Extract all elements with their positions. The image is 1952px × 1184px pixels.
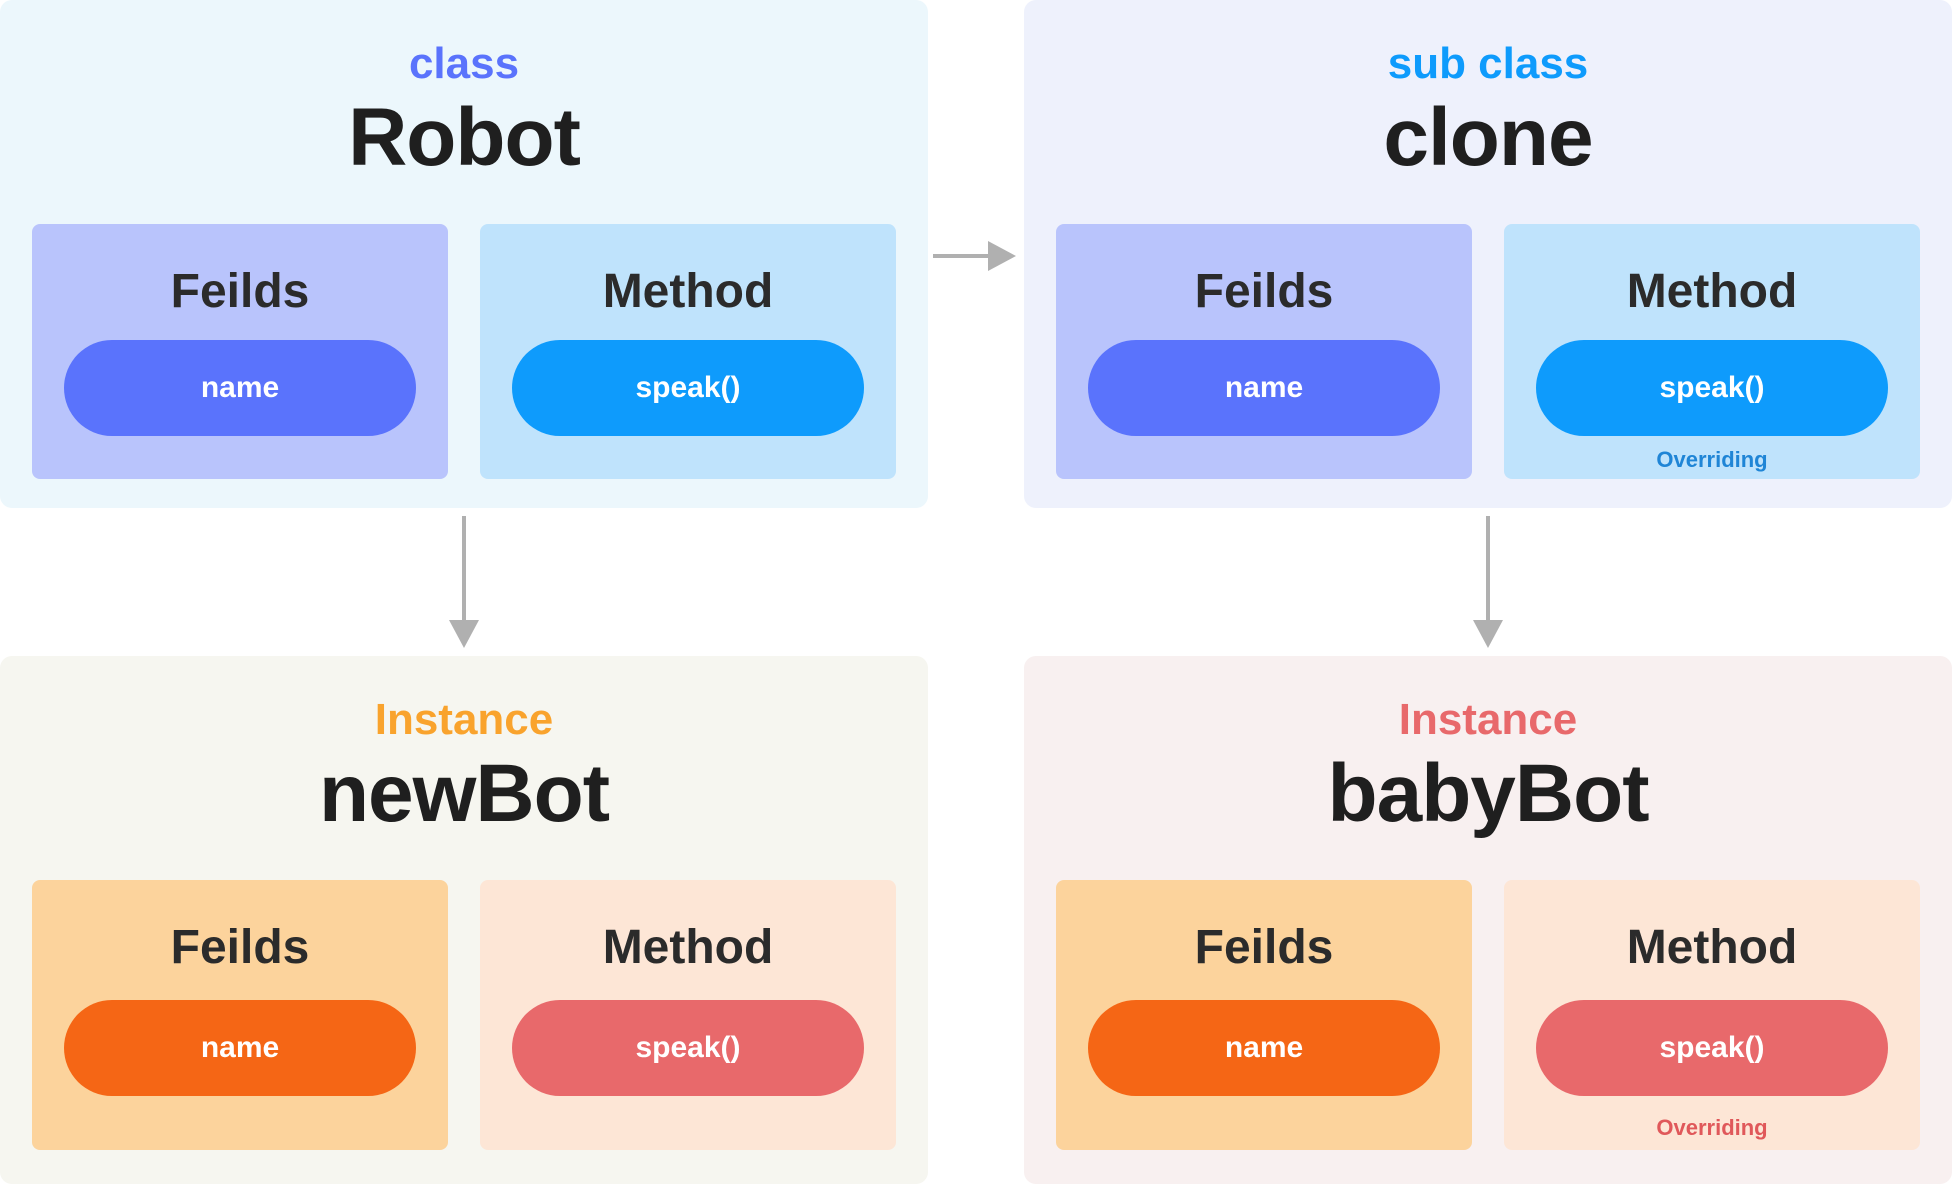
method-box: Method speak() Overriding — [1504, 880, 1920, 1150]
babybot-instance-panel: Instance babyBot Feilds name Method spea… — [1024, 656, 1952, 1184]
fields-title: Feilds — [1194, 265, 1334, 318]
arrow-robot-to-clone — [933, 241, 1016, 271]
method-speak-pill: speak() — [1536, 340, 1888, 436]
method-speak-pill: speak() — [512, 1000, 864, 1096]
instance-kind-label: Instance — [1398, 695, 1578, 744]
method-box: Method speak() — [480, 880, 896, 1150]
class-kind-label: class — [408, 39, 520, 88]
robot-class-panel: class Robot Feilds name Method speak() — [0, 0, 928, 508]
class-name-title: Robot — [348, 92, 581, 183]
arrow-clone-to-babybot — [1473, 516, 1503, 648]
overriding-note: Overriding — [1656, 447, 1768, 472]
method-title: Method — [602, 921, 774, 974]
method-speak-pill: speak() — [1536, 1000, 1888, 1096]
field-name-pill: name — [64, 1000, 416, 1096]
fields-title: Feilds — [170, 921, 310, 974]
fields-box: Feilds name — [32, 224, 448, 479]
subclass-kind-label: sub class — [1387, 39, 1589, 88]
instance-name-title: newBot — [318, 748, 610, 839]
fields-box: Feilds name — [32, 880, 448, 1150]
method-box: Method speak() Overriding — [1504, 224, 1920, 479]
newbot-instance-panel: Instance newBot Feilds name Method speak… — [0, 656, 928, 1184]
instance-kind-label: Instance — [374, 695, 554, 744]
field-name-pill: name — [64, 340, 416, 436]
subclass-name-title: clone — [1383, 92, 1593, 183]
method-title: Method — [1626, 921, 1798, 974]
field-name-pill: name — [1088, 340, 1440, 436]
clone-subclass-panel: sub class clone Feilds name Method speak… — [1024, 0, 1952, 508]
overriding-note: Overriding — [1656, 1115, 1768, 1140]
method-box: Method speak() — [480, 224, 896, 479]
fields-title: Feilds — [170, 265, 310, 318]
arrow-robot-to-newbot — [449, 516, 479, 648]
fields-box: Feilds name — [1056, 224, 1472, 479]
fields-box: Feilds name — [1056, 880, 1472, 1150]
method-title: Method — [602, 265, 774, 318]
fields-title: Feilds — [1194, 921, 1334, 974]
method-speak-pill: speak() — [512, 340, 864, 436]
method-title: Method — [1626, 265, 1798, 318]
instance-name-title: babyBot — [1327, 748, 1650, 839]
field-name-pill: name — [1088, 1000, 1440, 1096]
